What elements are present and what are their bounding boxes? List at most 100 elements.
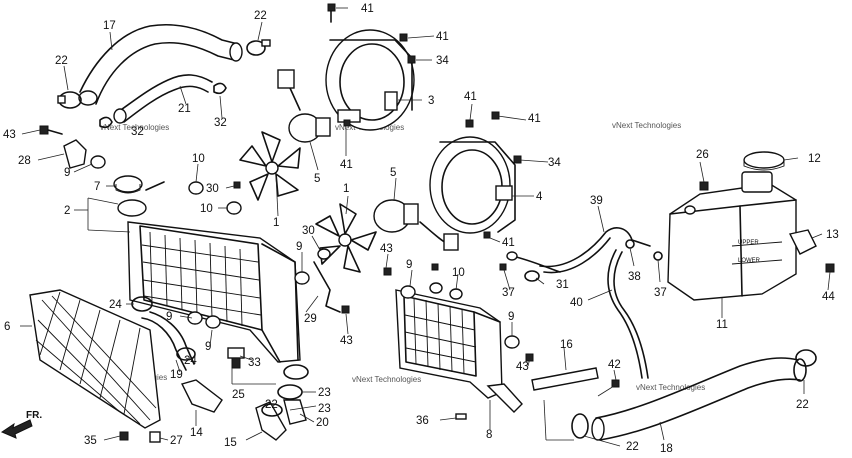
callout-labels: 17 22 22 41 41 34 21 32 32 43 3 41 41 41… bbox=[3, 3, 839, 455]
tank-lower-mark: LOWER bbox=[738, 258, 761, 264]
callout-15: 15 bbox=[224, 437, 237, 449]
bolt bbox=[119, 431, 129, 441]
callout-25: 25 bbox=[232, 389, 245, 401]
callout-5: 5 bbox=[314, 173, 320, 185]
nut bbox=[407, 55, 416, 64]
callout-31: 31 bbox=[556, 279, 569, 291]
callout-38: 38 bbox=[628, 271, 641, 283]
front-direction-label: FR. bbox=[26, 410, 42, 421]
callout-10: 10 bbox=[452, 267, 465, 279]
callout-36: 36 bbox=[416, 415, 429, 427]
nut bbox=[513, 155, 522, 164]
callout-43: 43 bbox=[3, 129, 16, 141]
callout-34: 34 bbox=[436, 55, 449, 67]
callout-11: 11 bbox=[716, 319, 728, 331]
callout-35: 35 bbox=[84, 435, 97, 447]
callout-22: 22 bbox=[796, 399, 809, 411]
callout-9: 9 bbox=[205, 341, 211, 353]
callout-30: 30 bbox=[206, 183, 219, 195]
callout-1: 1 bbox=[273, 217, 279, 229]
callout-10: 10 bbox=[200, 203, 213, 215]
front-direction-arrow: FR. bbox=[0, 410, 42, 439]
clip bbox=[149, 431, 161, 443]
bypass-hose bbox=[113, 74, 213, 124]
reserve-tank-cap bbox=[743, 151, 785, 171]
upper-radiator-hose bbox=[78, 23, 243, 106]
fan-shroud-upper bbox=[325, 29, 415, 131]
watermark-text: vNext Technologies bbox=[352, 375, 421, 384]
radiator-grille bbox=[29, 289, 161, 429]
callout-40: 40 bbox=[570, 297, 583, 309]
callout-29: 29 bbox=[304, 313, 317, 325]
tank-upper-mark: UPPER bbox=[738, 240, 759, 246]
callout-27: 27 bbox=[170, 435, 183, 447]
callout-21: 21 bbox=[178, 103, 191, 115]
callout-3: 3 bbox=[428, 95, 434, 107]
fan-motor-lower bbox=[373, 199, 459, 251]
callout-8: 8 bbox=[486, 429, 492, 441]
reserve-tank-tubes bbox=[539, 227, 663, 379]
callout-41: 41 bbox=[464, 91, 477, 103]
bolt bbox=[611, 379, 620, 388]
callout-24: 24 bbox=[109, 299, 122, 311]
fan-blade-upper bbox=[239, 131, 301, 201]
right-radiator bbox=[395, 289, 523, 413]
hose-clip bbox=[99, 82, 227, 129]
callout-5: 5 bbox=[390, 167, 396, 179]
grommets-left bbox=[187, 181, 331, 329]
callout-44: 44 bbox=[822, 291, 835, 303]
callout-2: 2 bbox=[64, 205, 70, 217]
callout-32: 32 bbox=[131, 126, 144, 138]
callout-16: 16 bbox=[560, 339, 573, 351]
callout-37: 37 bbox=[654, 287, 667, 299]
callout-14: 14 bbox=[190, 427, 203, 439]
callout-43: 43 bbox=[380, 243, 393, 255]
callout-13: 13 bbox=[826, 229, 839, 241]
callout-23: 23 bbox=[318, 403, 331, 415]
hose-clamp-lower bbox=[795, 349, 817, 367]
radiator-stay bbox=[531, 367, 599, 391]
callout-41: 41 bbox=[528, 113, 541, 125]
callout-41: 41 bbox=[361, 3, 374, 15]
leader-lines bbox=[20, 7, 831, 447]
callout-22: 22 bbox=[265, 399, 278, 411]
thermo-switch bbox=[227, 347, 245, 369]
bolt bbox=[341, 305, 350, 314]
callout-6: 6 bbox=[4, 321, 10, 333]
watermark-text: vNext Technologies bbox=[612, 121, 681, 130]
callout-9: 9 bbox=[166, 311, 172, 323]
callout-28: 28 bbox=[18, 155, 31, 167]
callout-10: 10 bbox=[192, 153, 205, 165]
coolant-reserve-tank: UPPER LOWER bbox=[667, 171, 797, 301]
watermark-text: vNext Technologies bbox=[636, 383, 705, 392]
tank-stay bbox=[788, 229, 817, 255]
lower-small-hoses bbox=[131, 296, 196, 371]
callout-43: 43 bbox=[516, 361, 529, 373]
mounting-bracket bbox=[313, 261, 341, 313]
callout-18: 18 bbox=[660, 443, 673, 455]
callout-7: 7 bbox=[94, 181, 100, 193]
callout-24: 24 bbox=[184, 355, 197, 367]
callout-19: 19 bbox=[170, 369, 183, 381]
callout-22: 22 bbox=[55, 55, 68, 67]
fan-shroud-lower bbox=[429, 136, 516, 234]
clip bbox=[455, 413, 467, 420]
callout-33: 33 bbox=[248, 357, 261, 369]
callout-39: 39 bbox=[590, 195, 603, 207]
callout-22: 22 bbox=[254, 10, 267, 22]
bolt bbox=[825, 263, 835, 273]
small-bolt bbox=[499, 263, 507, 271]
callout-22: 22 bbox=[626, 441, 639, 453]
callout-9: 9 bbox=[406, 259, 412, 271]
radiator-cap bbox=[113, 175, 165, 217]
callout-9: 9 bbox=[508, 311, 514, 323]
collar bbox=[699, 181, 709, 191]
callout-4: 4 bbox=[536, 191, 543, 203]
fan-motor-upper bbox=[277, 69, 331, 143]
watermark-text: vNext Technologies bbox=[100, 123, 169, 132]
callout-42: 42 bbox=[608, 359, 621, 371]
callout-32: 32 bbox=[214, 117, 227, 129]
hose-clamp-left bbox=[57, 91, 82, 109]
callout-34: 34 bbox=[548, 157, 561, 169]
